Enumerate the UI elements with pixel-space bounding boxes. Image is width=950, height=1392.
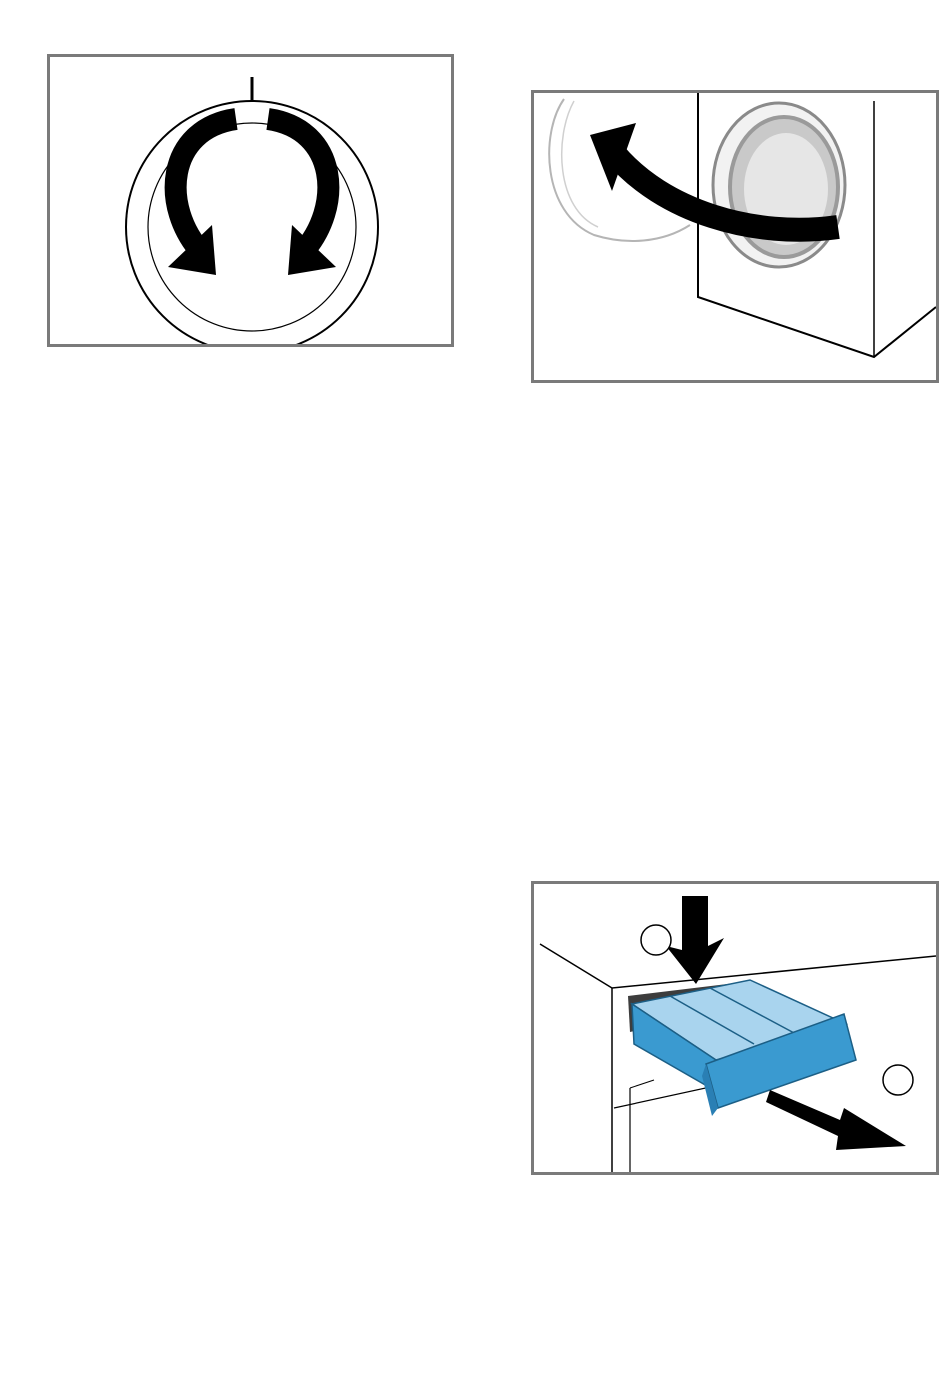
programme-dial-figure [47,54,454,347]
dial-rotate-both-directions-icon [50,57,451,344]
callout-2-circle [883,1065,913,1095]
opened-door-inner-outline [562,101,598,227]
machine-top-edge [540,944,936,988]
press-down-arrow-icon [666,896,724,984]
callout-1-circle [641,925,671,955]
door-open-arrow-icon [534,93,936,380]
open-door-figure [531,90,939,383]
dial-outer-ring [126,101,378,344]
pull-out-arrow-icon [766,1090,906,1150]
detergent-drawer-figure [531,881,939,1175]
drawer-remove-icon [534,884,936,1172]
machine-slot-edge [630,1080,654,1088]
